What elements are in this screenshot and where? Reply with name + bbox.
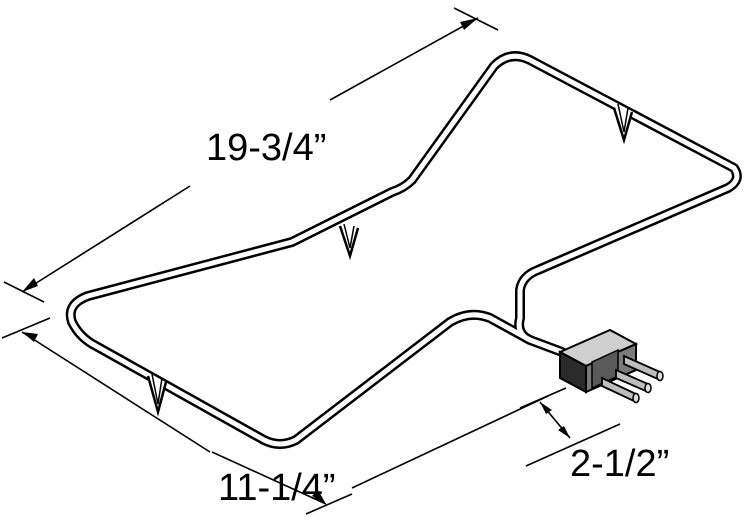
arrowhead-length-bottom (22, 278, 38, 292)
arrowhead-terminal-top (540, 402, 552, 414)
extension-line-terminal-top (519, 387, 567, 409)
extension-line-width-right (305, 493, 353, 515)
dimension-line-width-right (351, 395, 549, 489)
extension-line-width-left (1, 317, 51, 339)
dimension-line-width-middle (211, 451, 327, 505)
support-bracket-middle (338, 223, 360, 261)
dimension-terminal: 2-1/2” (519, 387, 669, 485)
tube-inner (68, 53, 740, 447)
extension-line-terminal-bottom (525, 423, 621, 467)
extension-line-length-bottom (3, 281, 45, 303)
support-bracket-back (612, 103, 634, 145)
dimension-width: 11-1/4” (1, 317, 549, 515)
terminal-pin-lower-right (615, 368, 652, 394)
arrowhead-length-top (460, 18, 478, 30)
dimension-length: 19-3/4” (3, 7, 499, 303)
dimension-label-terminal: 2-1/2” (570, 443, 669, 485)
dimension-line-width-left (21, 331, 211, 453)
heating-element-tube (65, 51, 742, 449)
support-bracket-front (146, 373, 168, 417)
terminal-pin-upper (623, 354, 664, 382)
terminal-pins (601, 354, 664, 404)
dimension-label-length: 19-3/4” (206, 127, 326, 169)
arrowhead-width-left (22, 332, 38, 342)
dimension-line-length-lower (21, 185, 191, 293)
arrowhead-width-right (312, 490, 326, 504)
terminal-pin-lower-left (601, 376, 640, 404)
dimension-line-length-upper (329, 17, 479, 101)
dimension-label-width: 11-1/4” (218, 467, 336, 509)
arrowhead-terminal-bottom (558, 426, 570, 438)
